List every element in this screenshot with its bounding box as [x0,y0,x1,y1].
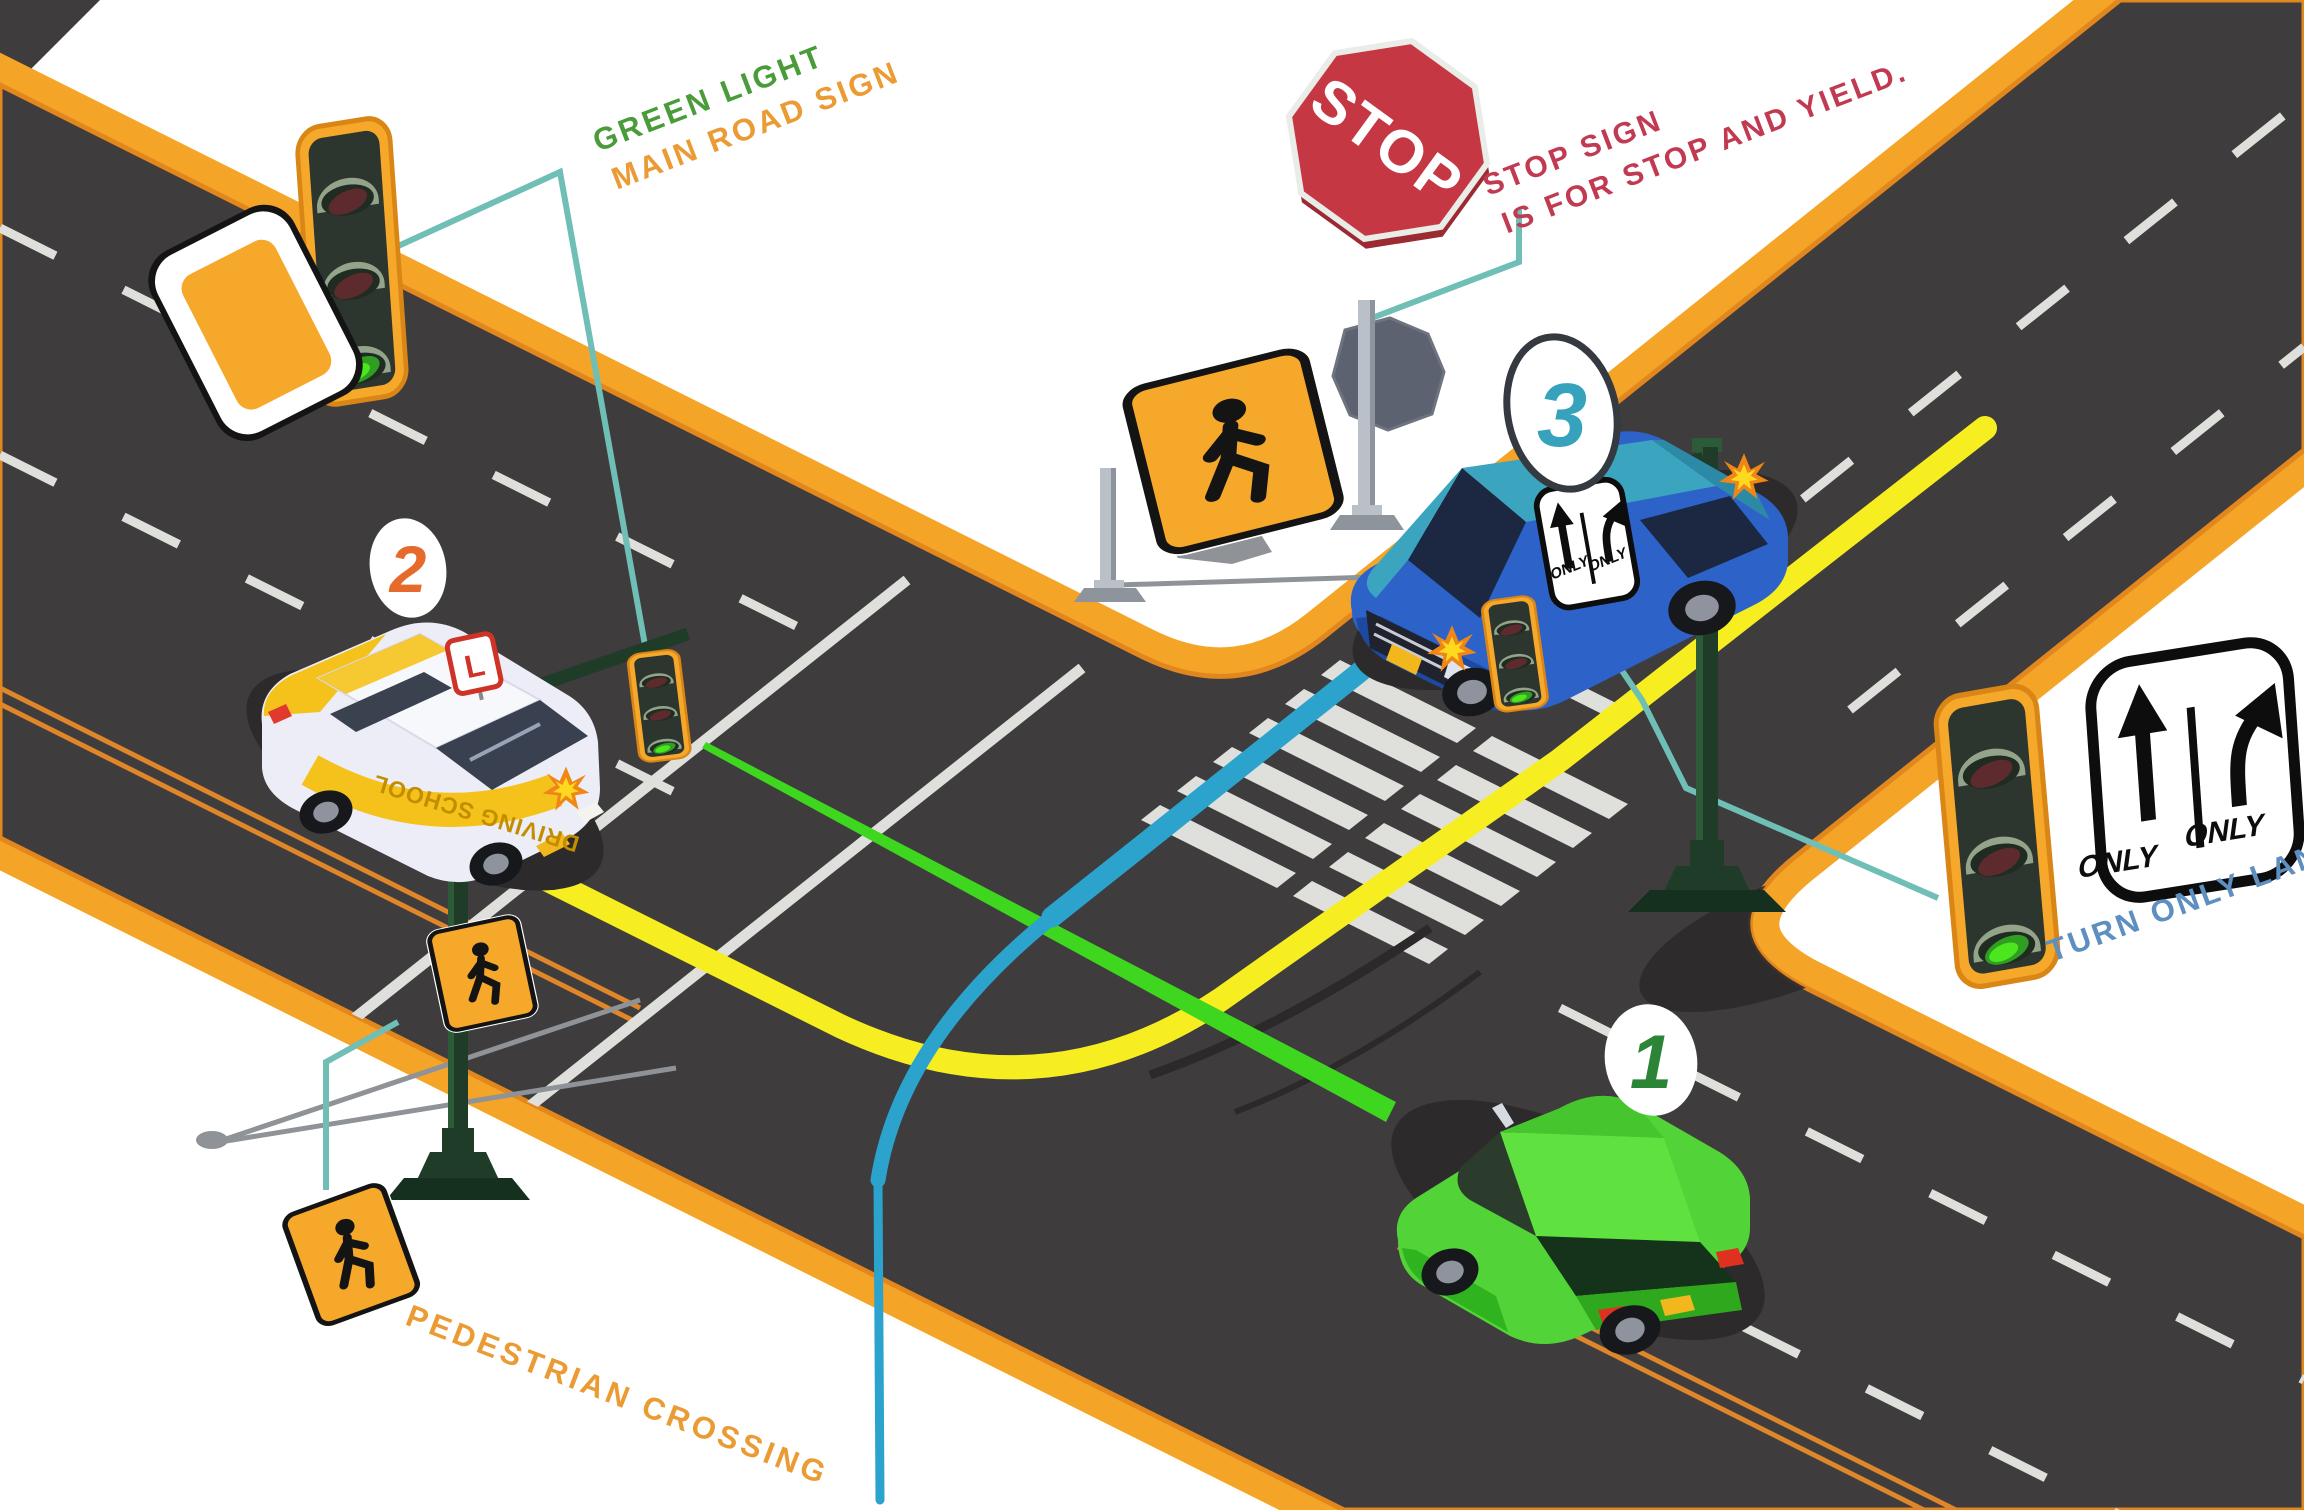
windshield [436,700,588,790]
side-window [1640,496,1768,578]
lane-dash [0,223,863,663]
route-blue [870,629,1411,1505]
driving-school-car: DRIVING SCHOOL L [261,622,604,886]
license-plate [1660,1295,1695,1316]
marker-2: 2 [369,518,447,618]
pedestrian-crossing-label: PEDESTRIAN CROSSING [401,1298,833,1492]
marker-1-number: 1 [1630,1020,1672,1105]
mirror [1492,1103,1514,1128]
lane-dash [1847,343,2304,714]
pedestrian-sign-pole [1074,468,1146,602]
green-car [1396,1095,1750,1355]
license-plate [536,833,570,857]
rear-window [1536,1236,1736,1296]
stop-sign-pole [1330,300,1446,530]
license-plate [1386,644,1422,675]
pedestrian-annotation-line [323,1019,400,1190]
headlight [576,802,604,823]
tail-light [268,704,292,724]
green-light-label: GREEN LIGHT MAIN ROAD SIGN [588,38,905,196]
pedestrian-sign-icon [277,1177,426,1331]
lane-dash [1617,1260,2213,1510]
windshield [1408,468,1526,618]
route-yellow [516,416,1997,1080]
main-road-sign [148,204,363,442]
traffic-light-icon [1934,682,2060,990]
marker-3-number: 3 [1537,366,1587,466]
marker-2-number: 2 [388,532,427,606]
skid-marks [1148,924,1482,1115]
stop-sign-back [1331,316,1446,432]
green-light-annotation-line [370,167,651,663]
learner-plate: L [444,631,504,701]
pedestrian-sign-icon [1116,341,1351,562]
tail-light [1716,1248,1744,1268]
route-green [702,742,1396,1122]
car-roof [1500,1132,1700,1242]
marker-3: 3 [1503,333,1621,493]
stop-annotation-line [1370,208,1522,321]
route-lines [516,416,1997,1505]
marker-1: 1 [1604,1004,1698,1116]
turn-only-panel: ONLY ONLY [2076,637,2304,903]
stop-sign-icon: STOP [1285,37,1491,249]
side-window [330,672,452,732]
